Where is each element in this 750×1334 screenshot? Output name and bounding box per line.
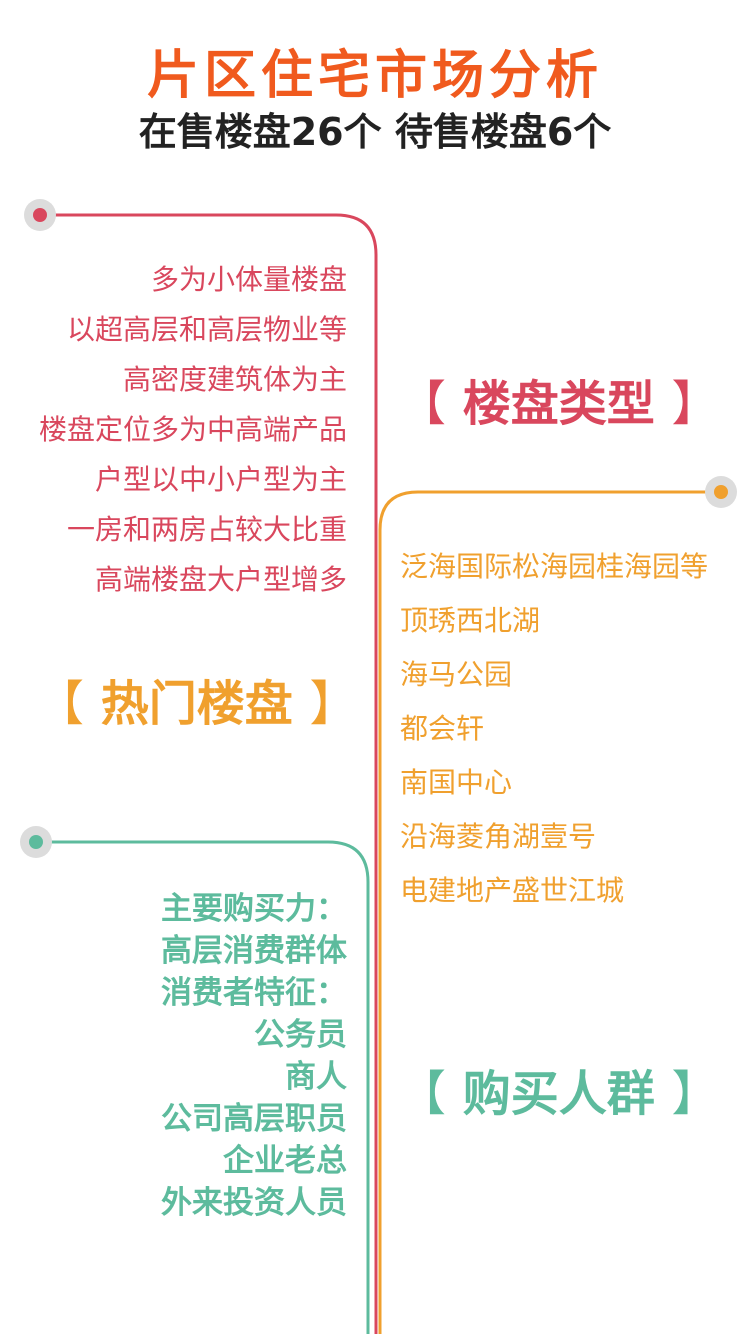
list-item: 电建地产盛世江城 xyxy=(400,874,625,907)
bracket-close: 】 xyxy=(671,376,720,432)
bracket-close: 】 xyxy=(671,1066,720,1122)
list-item: 高层消费群体 xyxy=(161,933,347,969)
bracket-close: 】 xyxy=(309,676,358,732)
list-item: 企业老总 xyxy=(223,1143,347,1179)
heading-text: 热门楼盘 xyxy=(100,676,293,732)
page-subtitle: 在售楼盘26个 待售楼盘6个 xyxy=(138,110,612,154)
list-item: 都会轩 xyxy=(400,712,485,745)
timeline-line-pink xyxy=(42,213,378,1334)
list-item: 高端楼盘大户型增多 xyxy=(94,563,347,596)
timeline-line-orange xyxy=(378,490,720,1334)
list-item: 一房和两房占较大比重 xyxy=(66,513,347,546)
heading-text: 购买人群 xyxy=(462,1066,655,1122)
list-item: 商人 xyxy=(285,1059,347,1095)
timeline-dot-orange xyxy=(705,476,737,508)
page-title: 片区住宅市场分析 xyxy=(146,46,603,106)
section-heading-hot: 【 热门楼盘 】 xyxy=(36,674,357,734)
list-item: 泛海国际松海园桂海园等 xyxy=(400,550,709,583)
list-item: 公务员 xyxy=(254,1017,347,1053)
list-item: 户型以中小户型为主 xyxy=(94,463,347,496)
timeline-dot-pink xyxy=(24,199,56,231)
heading-text: 楼盘类型 xyxy=(462,376,655,432)
list-item: 海马公园 xyxy=(400,658,513,691)
timeline-line-green xyxy=(36,840,370,1334)
list-item: 多为小体量楼盘 xyxy=(150,263,347,296)
buyers-list: 主要购买力： 高层消费群体 消费者特征： 公务员 商人 公司高层职员 企业老总 … xyxy=(161,888,347,1224)
section-heading-types: 【 楼盘类型 】 xyxy=(398,374,719,434)
list-item: 高密度建筑体为主 xyxy=(122,363,347,396)
list-item: 主要购买力： xyxy=(161,891,347,927)
list-item: 沿海菱角湖壹号 xyxy=(400,820,597,853)
section-heading-buyers: 【 购买人群 】 xyxy=(398,1064,719,1124)
hot-list: 泛海国际松海园桂海园等 顶琇西北湖 海马公园 都会轩 南国中心 沿海菱角湖壹号 … xyxy=(400,540,708,918)
bracket-open: 【 xyxy=(36,676,85,732)
list-item: 楼盘定位多为中高端产品 xyxy=(38,413,347,446)
types-list: 多为小体量楼盘 以超高层和高层物业等 高密度建筑体为主 楼盘定位多为中高端产品 … xyxy=(39,255,347,605)
list-item: 以超高层和高层物业等 xyxy=(66,313,347,346)
list-item: 南国中心 xyxy=(400,766,513,799)
bracket-open: 【 xyxy=(398,1066,447,1122)
list-item: 外来投资人员 xyxy=(161,1185,347,1221)
list-item: 顶琇西北湖 xyxy=(400,604,541,637)
timeline-dot-green xyxy=(20,826,52,858)
list-item: 公司高层职员 xyxy=(161,1101,347,1137)
list-item: 消费者特征： xyxy=(161,975,347,1011)
bracket-open: 【 xyxy=(398,376,447,432)
